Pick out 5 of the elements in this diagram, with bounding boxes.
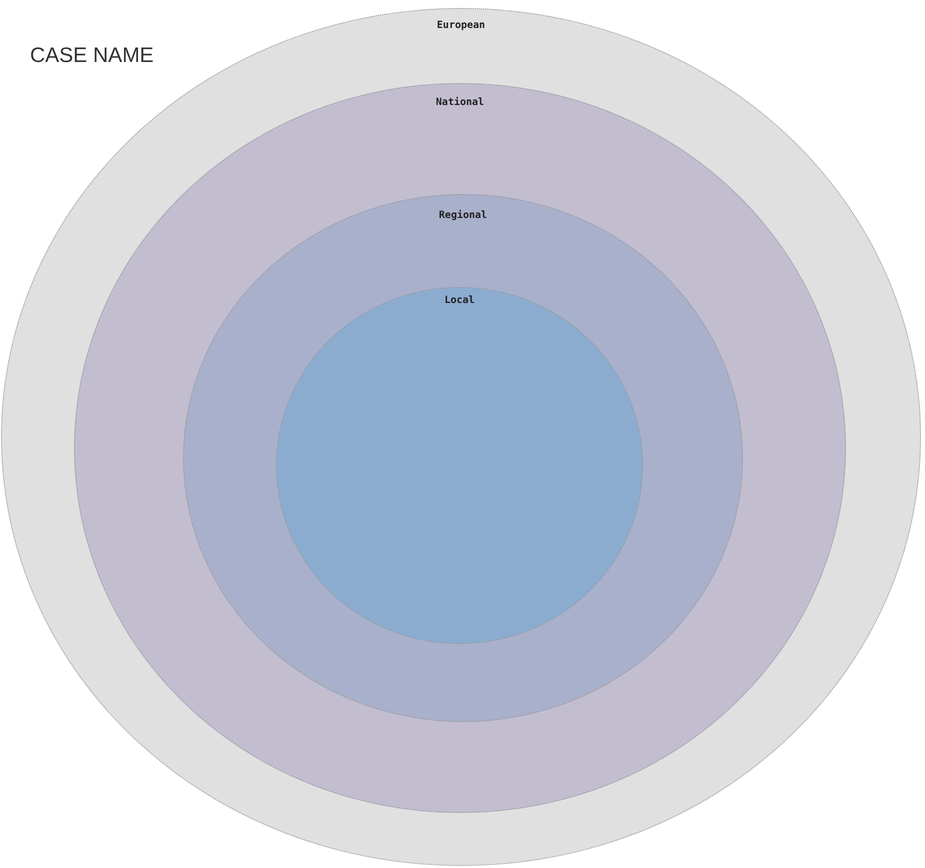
region-label: Regional [438,210,488,221]
page-title: CASE NAME [30,44,154,68]
region-label: National [436,97,484,108]
region-label: European [436,20,486,31]
region-label: Local [444,295,475,306]
